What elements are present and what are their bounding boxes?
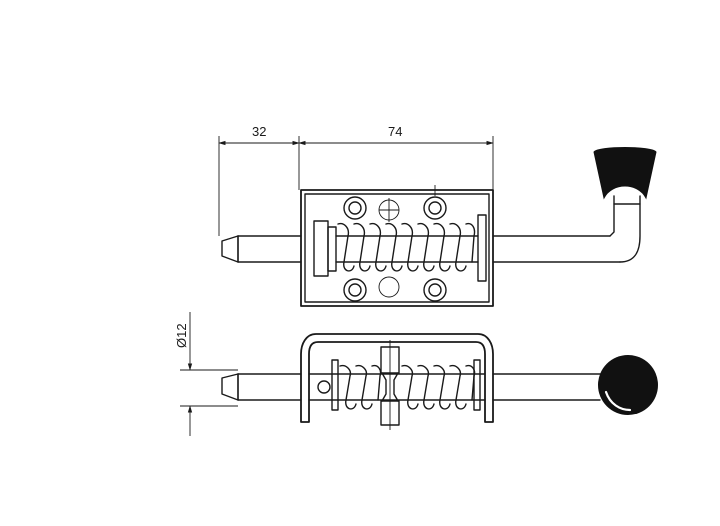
spring-side (339, 364, 476, 410)
ball-knob-icon (598, 355, 658, 415)
knob-icon (593, 147, 657, 200)
dimension-label-diameter: Ø12 (174, 323, 189, 348)
dimension-lines (180, 136, 494, 436)
top-view (221, 147, 657, 307)
side-view (221, 333, 658, 430)
dimension-label-body: 74 (388, 124, 402, 139)
spring-top (337, 222, 476, 272)
dimension-label-left: 32 (252, 124, 266, 139)
mounting-holes (343, 185, 447, 302)
